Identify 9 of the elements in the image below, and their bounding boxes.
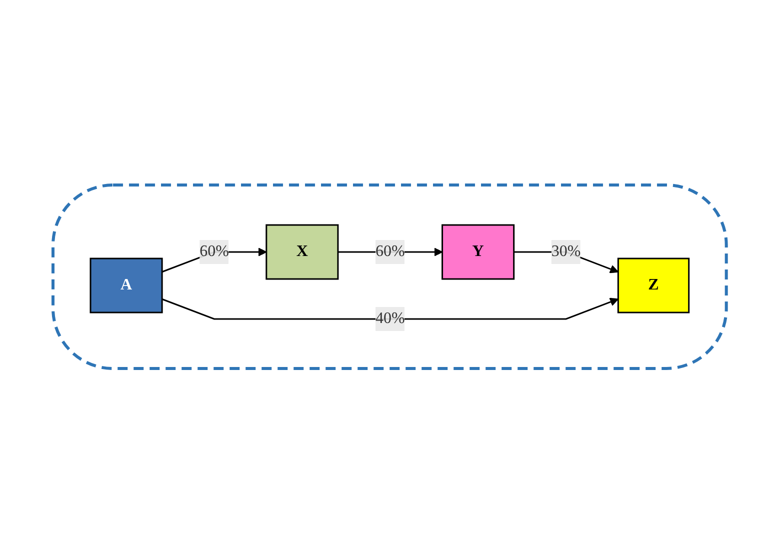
arrow [162,298,618,320]
node-box: Y [441,224,514,280]
node-box: A [90,258,163,314]
node-box: X [265,224,339,280]
node-box: Z [617,258,690,314]
edge-label: 40% [375,310,405,328]
edge-label: 60% [375,243,405,260]
edge-label: 30% [551,243,580,260]
edge-label: 60% [199,243,229,260]
